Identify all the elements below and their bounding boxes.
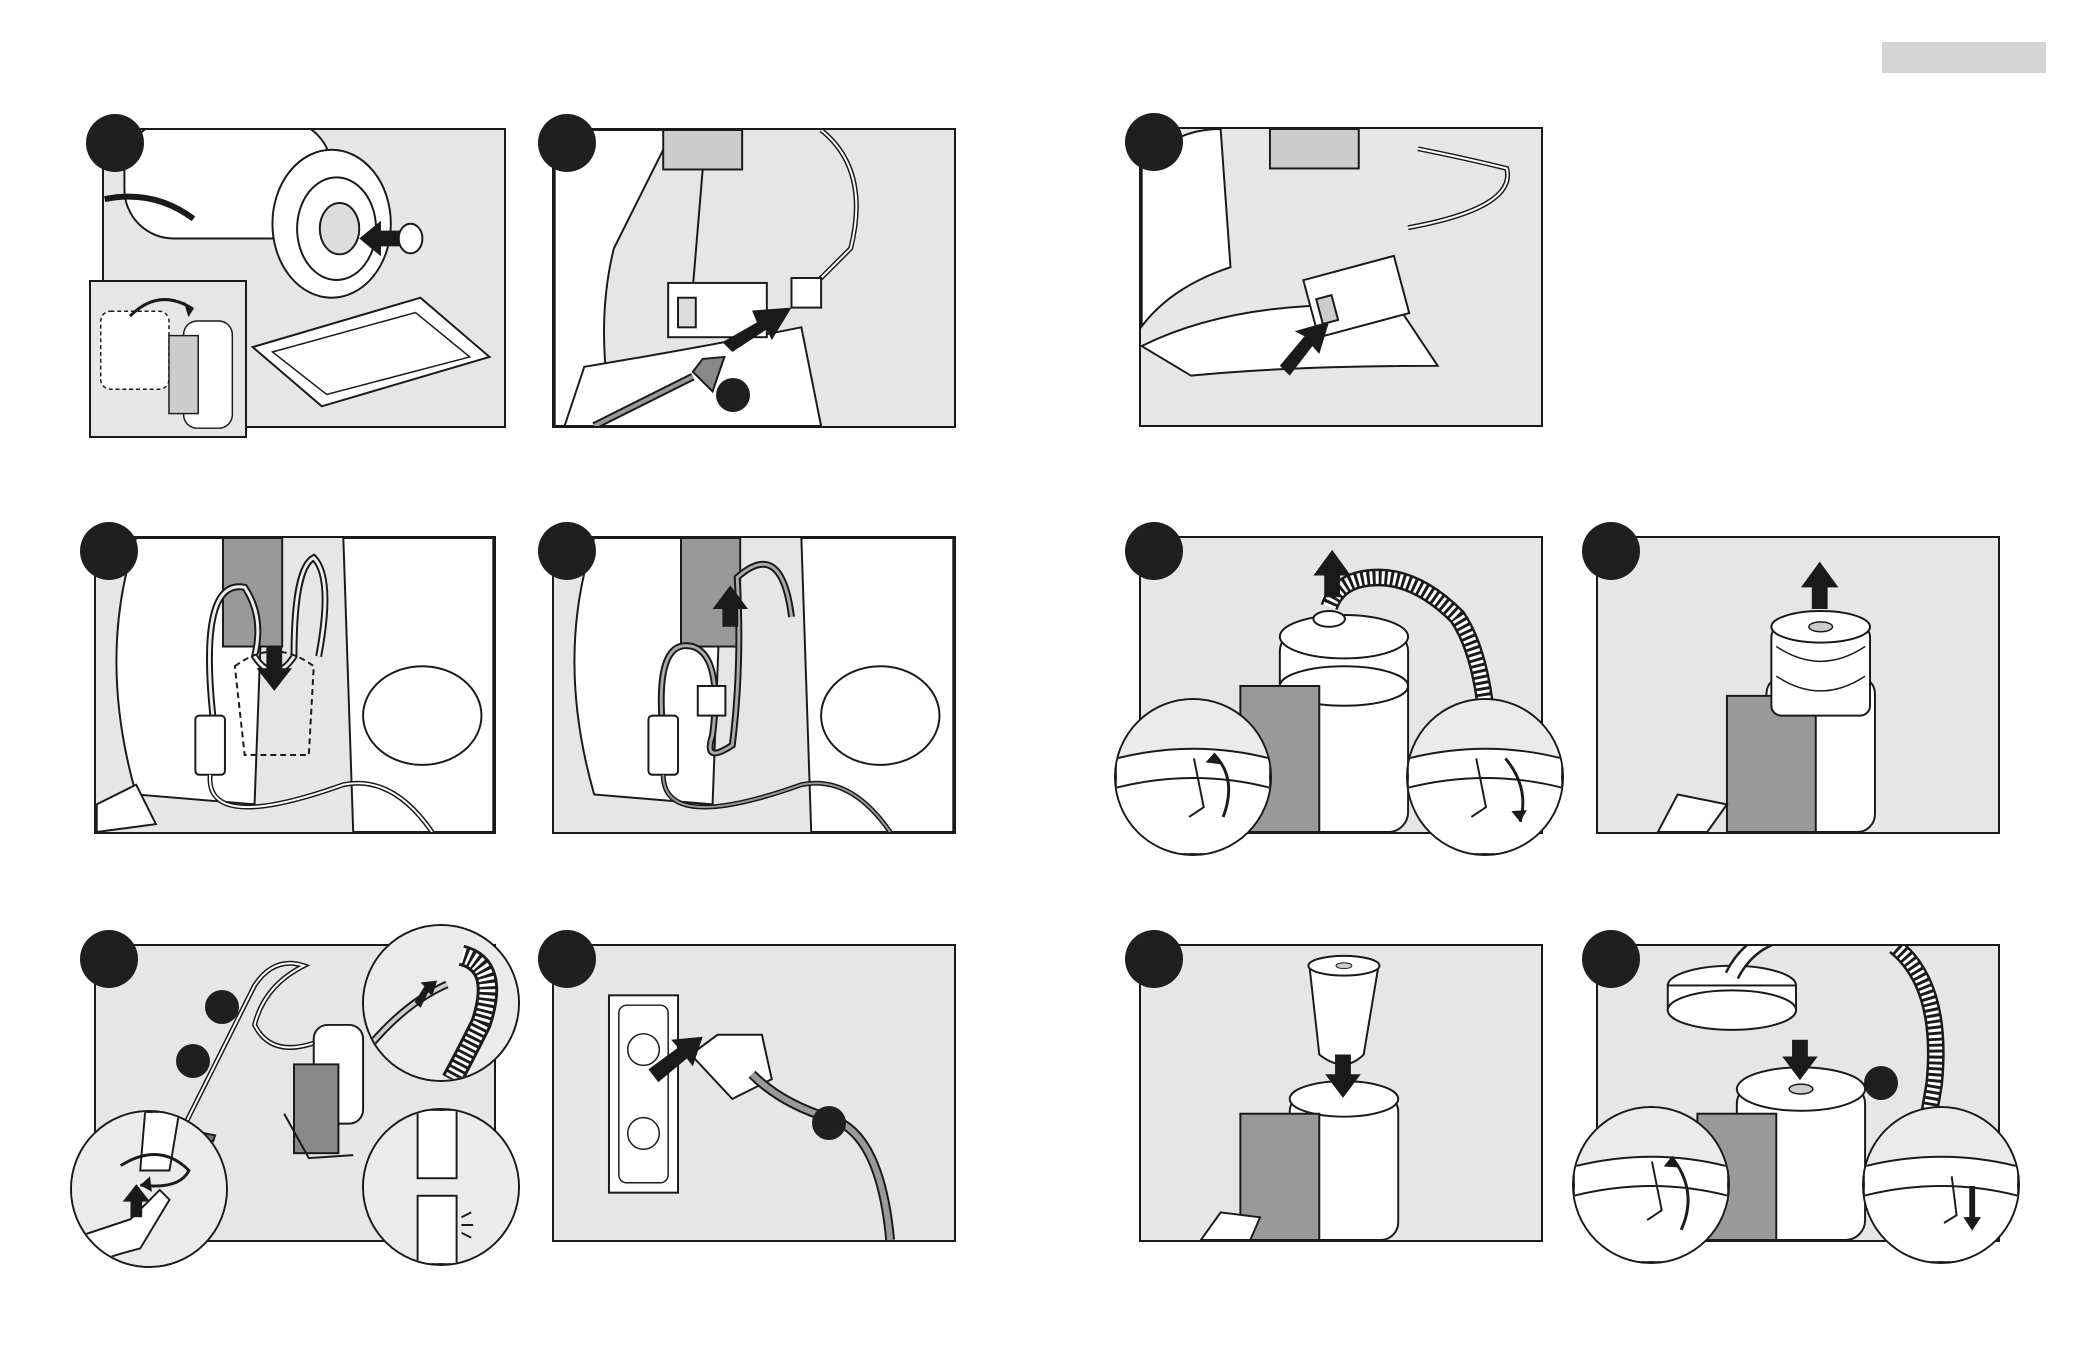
step-panel-filter-insertion [1139,944,1543,1242]
page-number-tab [1882,42,2046,73]
step-marker [80,930,138,988]
step-marker [1582,930,1640,988]
part-callout [1864,1066,1898,1100]
step-panel-cord-plug [552,128,956,428]
step-panel-cord-loop-pull [552,536,956,834]
step-marker [1125,930,1183,988]
part-callout [176,1044,210,1078]
latch-detail-right [1406,698,1564,856]
wand-twist-detail [70,1110,228,1268]
step-panel-filter-removal [1596,536,2000,834]
step-marker [1125,113,1183,171]
step-marker [538,522,596,580]
step-panel-cord-connector [1139,127,1543,427]
filter-removal-illustration [1598,538,1998,832]
cord-loop-pull-illustration [554,538,954,832]
part-callout [205,990,239,1024]
latch-detail-left [1114,698,1272,856]
step-marker [80,522,138,580]
cord-connector-illustration [1141,129,1541,425]
cord-loop-insert-illustration [96,538,494,832]
latch-close-detail-right [1862,1106,2020,1264]
wall-outlet-illustration [554,946,954,1240]
step-panel-cord-loop-insert [94,536,496,834]
step-marker [538,114,596,172]
cord-plug-illustration [554,130,954,426]
step-marker [1582,522,1640,580]
step-marker [538,930,596,988]
filter-insertion-illustration [1141,946,1541,1240]
part-callout [716,378,750,412]
part-callout [812,1106,846,1140]
step-marker [1125,522,1183,580]
wand-joint-detail [362,1108,520,1266]
vacuum-orientation-inset [89,280,247,438]
step-panel-wall-outlet [552,944,956,1242]
hose-connector-detail [362,924,520,1082]
step-marker [86,114,144,172]
latch-close-detail-left [1572,1106,1730,1264]
